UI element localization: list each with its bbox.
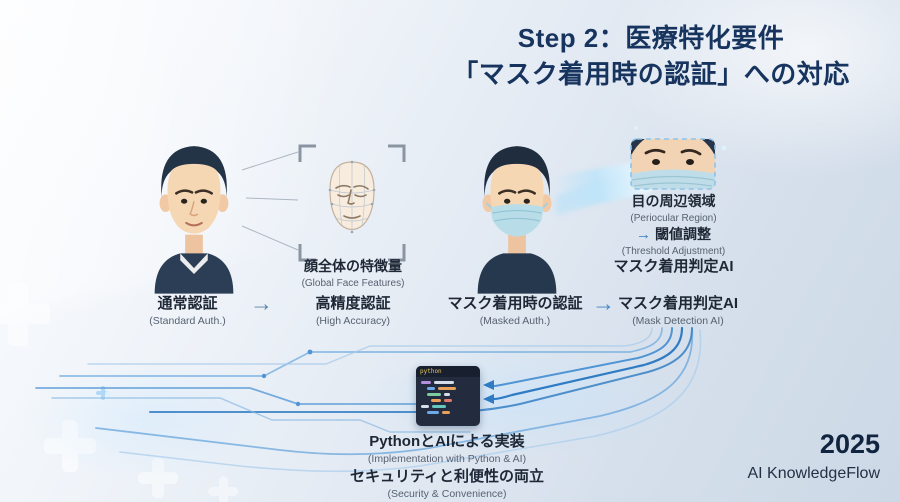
standard-auth-jp: 通常認証 [157, 295, 218, 312]
periocular-en: (Periocular Region) [630, 212, 717, 224]
masked-auth-label: マスク着用時の認証 (Masked Auth.) [440, 295, 590, 328]
standard-auth-label: 通常認証 (Standard Auth.) [130, 295, 245, 328]
arrowhead-into-editor [483, 394, 494, 404]
face-wireframe-scan-icon [298, 144, 406, 262]
high-accuracy-en: (High Accuracy) [315, 314, 391, 327]
global-features-label: 顔全体の特徴量 (Global Face Features) [288, 258, 418, 290]
editor-title-bar: python [416, 366, 480, 377]
periocular-label: 目の周辺領域 (Periocular Region) [606, 193, 741, 225]
implementation-caption: PythonとAIによる実装 (Implementation with Pyth… [312, 431, 582, 502]
standard-flow-arrow: → [250, 290, 273, 316]
medical-cross-icon [208, 476, 238, 502]
periocular-jp: 目の周辺領域 [631, 193, 716, 209]
implementation-en: (Implementation with Python & AI) [367, 452, 527, 465]
threshold-arrow: → [636, 226, 651, 244]
code-lines [416, 377, 480, 418]
global-features-en: (Global Face Features) [301, 277, 405, 289]
mask-ai-label: マスク着用判定AI [596, 258, 751, 277]
threshold-jp: 閾値調整 [655, 226, 711, 242]
arrowhead-into-editor [483, 380, 494, 390]
medical-cross-icon [0, 282, 50, 346]
masked-auth-en: (Masked Auth.) [479, 314, 551, 327]
editor-tab-label: python [420, 367, 442, 375]
standard-auth-en: (Standard Auth.) [149, 314, 226, 327]
mask-detection-en: (Mask Detection AI) [632, 314, 724, 327]
man-face-illustration [154, 146, 234, 294]
high-accuracy-label: 高精度認証 (High Accuracy) [293, 295, 413, 328]
benefit-en: (Security & Convenience) [387, 488, 507, 501]
global-features-jp: 顔全体の特徴量 [304, 258, 402, 274]
code-editor-window: python [416, 366, 480, 426]
mask-detection-label: マスク着用判定AI (Mask Detection AI) [612, 295, 744, 328]
mask-ai-jp: マスク着用判定AI [613, 258, 734, 275]
footer-year: 2025 [819, 429, 880, 459]
footer-brand: AI KnowledgeFlow [747, 464, 880, 482]
threshold-en: (Threshold Adjustment) [621, 245, 726, 257]
page-title: Step 2：医療特化要件 「マスク着用時の認証」への対応 [416, 20, 886, 93]
title-line1: Step 2：医療特化要件 [517, 23, 785, 53]
implementation-jp: PythonとAIによる実装 [369, 433, 525, 450]
mask-detection-jp: マスク着用判定AI [617, 295, 738, 312]
threshold-label: → 閾値調整 (Threshold Adjustment) [606, 226, 741, 258]
benefit-jp: セキュリティと利便性の両立 [349, 468, 545, 486]
high-accuracy-jp: 高精度認証 [315, 295, 391, 312]
periocular-region-image [630, 138, 716, 190]
footer: 2025 AI KnowledgeFlow [747, 429, 880, 483]
masked-auth-jp: マスク着用時の認証 [447, 295, 583, 312]
title-line2: 「マスク着用時の認証」への対応 [452, 59, 850, 90]
masked-man-illustration [477, 146, 557, 294]
